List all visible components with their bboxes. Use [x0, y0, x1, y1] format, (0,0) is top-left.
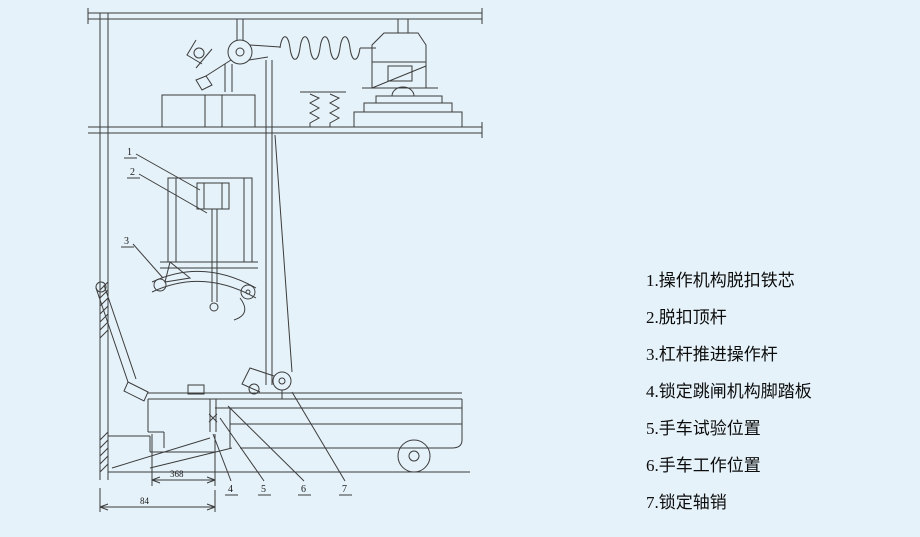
callout-1: 1 — [124, 147, 201, 191]
callout-3: 3 — [121, 236, 164, 279]
callout-6: 6 — [227, 405, 311, 496]
callout-5-label: 5 — [261, 484, 266, 495]
legend-item-5: 5.手车试验位置 — [646, 419, 761, 438]
base-steps — [108, 435, 215, 469]
operating-rod — [265, 60, 293, 385]
legend: 1.操作机构脱扣铁芯 2.脱扣顶杆 3.杠杆推进操作杆 4.锁定跳闸机构脚踏板 … — [646, 262, 812, 521]
wall-hatch-lower — [99, 431, 109, 473]
callout-7-label: 7 — [342, 484, 347, 495]
buffer-springs — [300, 91, 346, 127]
callout-7: 7 — [291, 391, 352, 496]
dimension-bottom-label: 84 — [140, 496, 150, 506]
callout-6-label: 6 — [301, 484, 306, 495]
callout-5: 5 — [219, 417, 271, 496]
legend-item-2: 2.脱扣顶杆 — [646, 308, 727, 327]
dimension-top: 368 — [151, 434, 216, 486]
trip-core — [196, 182, 230, 210]
foot-pedal — [95, 281, 149, 402]
legend-item-4: 4.锁定跳闸机构脚踏板 — [646, 382, 812, 401]
trip-housing — [160, 177, 258, 269]
left-wall — [99, 13, 109, 480]
callout-2: 2 — [127, 167, 208, 214]
legend-item-1: 1.操作机构脱扣铁芯 — [646, 271, 795, 290]
handcart-trolley — [147, 384, 463, 469]
callout-2-label: 2 — [130, 167, 135, 178]
callout-3-label: 3 — [124, 236, 129, 247]
ceiling-beams — [87, 8, 483, 138]
trip-rod — [209, 209, 219, 312]
legend-item-3: 3.杠杆推进操作杆 — [646, 345, 778, 364]
trolley-wheel — [397, 439, 431, 473]
lever-assembly — [151, 261, 257, 321]
dimension-bottom: 84 — [99, 488, 216, 512]
right-bracket — [362, 19, 438, 89]
main-spring — [279, 36, 376, 60]
dimension-top-label: 368 — [170, 469, 184, 479]
upper-housing — [161, 94, 256, 128]
legend-item-7: 7.锁定轴销 — [646, 493, 727, 512]
lock-pin-cross — [208, 413, 218, 423]
top-linkage — [186, 19, 281, 92]
legend-item-6: 6.手车工作位置 — [646, 456, 761, 475]
pedestal-block — [353, 86, 463, 127]
callout-4: 4 — [212, 433, 238, 496]
callout-4-label: 4 — [228, 484, 233, 495]
callout-1-label: 1 — [127, 147, 132, 158]
locking-pawl — [241, 367, 292, 399]
